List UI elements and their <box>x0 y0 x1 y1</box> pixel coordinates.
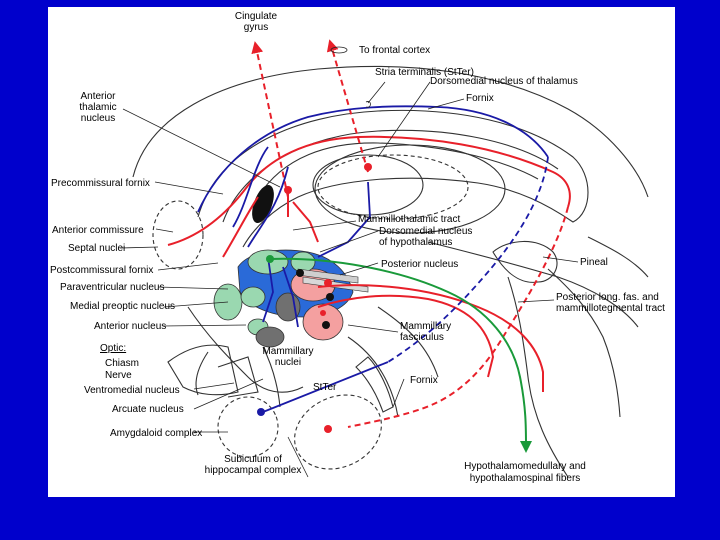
label-anterior-commissure: Anterior commissure <box>52 225 144 236</box>
label-stria-terminalis: Stria terminalis (StTer) <box>375 67 474 78</box>
label-ventromedial: Ventromedial nucleus <box>84 385 180 396</box>
label-precommissural-fornix: Precommissural fornix <box>51 178 150 189</box>
label-anterior-nucleus: Anterior nucleus <box>94 321 166 332</box>
label-anterior-thalamic-3: nucleus <box>81 113 115 124</box>
label-mammillary-fasciculus-2: fasciculus <box>400 332 444 343</box>
frontal-cortex-marker <box>330 46 348 54</box>
label-anterior-thalamic-1: Anterior <box>80 91 116 102</box>
label-septal-nuclei: Septal nuclei <box>68 243 125 254</box>
diagram-canvas: Cingulate gyrus To frontal cortex Stria … <box>50 11 665 484</box>
label-subiculum-2: hippocampal complex <box>205 465 302 476</box>
label-nerve: Nerve <box>105 370 132 381</box>
label-pineal: Pineal <box>580 257 608 268</box>
label-frontal-cortex: To frontal cortex <box>359 45 430 56</box>
label-postcommissural-fornix: Postcommissural fornix <box>50 265 153 276</box>
label-arcuate: Arcuate nucleus <box>112 404 184 415</box>
label-stter-bottom: StTer <box>313 382 337 393</box>
label-fornix-top: Fornix <box>466 93 494 104</box>
label-mammillary-fasciculus-1: Mammillary <box>400 321 451 332</box>
label-mammillary-nuclei-1: Mammillary <box>262 346 313 357</box>
label-medial-preoptic: Medial preoptic nucleus <box>70 301 175 312</box>
label-mammillothalamic-tract: Mammillothalamic tract <box>358 214 460 225</box>
label-chiasm: Chiasm <box>105 358 139 369</box>
blue-pathways <box>197 105 549 413</box>
label-posterior-long-1: Posterior long. fas. and <box>556 292 659 303</box>
label-anterior-thalamic-2: thalamic <box>79 102 116 113</box>
brain-outline <box>132 65 649 478</box>
label-fornix-bottom: Fornix <box>410 375 438 386</box>
leader-lines <box>119 81 579 478</box>
labels: Cingulate gyrus To frontal cortex Stria … <box>50 11 665 484</box>
nucleus-dots <box>257 163 372 433</box>
hypothalamus-diagram: Cingulate gyrus To frontal cortex Stria … <box>48 7 675 497</box>
label-cingulate-2: gyrus <box>244 22 268 33</box>
label-cingulate-1: Cingulate <box>235 11 278 22</box>
label-dorsomedial-hypo-1: Dorsomedial nucleus <box>379 226 472 237</box>
label-amygdaloid: Amygdaloid complex <box>110 428 202 439</box>
label-mammillary-nuclei-2: nuclei <box>275 357 301 368</box>
green-pathway <box>269 257 532 453</box>
hypothalamic-nuclei <box>213 184 369 348</box>
label-posterior-nucleus: Posterior nucleus <box>381 259 458 270</box>
label-optic: Optic: <box>100 343 126 354</box>
stria-marker <box>365 101 371 108</box>
label-dorsomedial-hypo-2: of hypothalamus <box>379 237 452 248</box>
red-pathways <box>167 39 571 428</box>
label-posterior-long-2: mammillotegmental tract <box>556 303 665 314</box>
label-hypothalamomedullary-1: Hypothalamomedullary and <box>464 461 586 472</box>
label-subiculum-1: Subiculum of <box>224 454 282 465</box>
label-paraventricular: Paraventricular nucleus <box>60 282 165 293</box>
label-dorsomedial-thalamus: Dorsomedial nucleus of thalamus <box>430 76 578 87</box>
label-hypothalamospinal-2: hypothalamospinal fibers <box>470 473 581 484</box>
